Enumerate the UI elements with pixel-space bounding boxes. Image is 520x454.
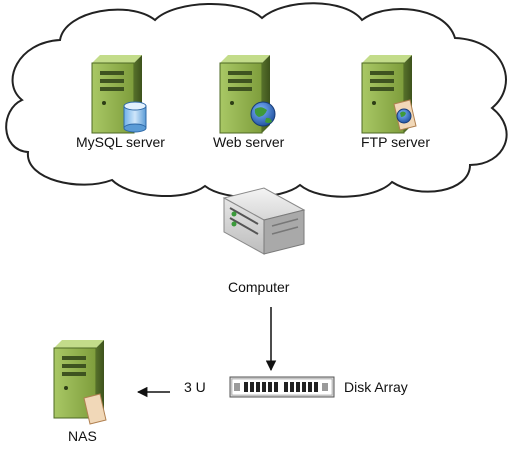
computer-label: Computer bbox=[228, 279, 290, 295]
disk-array-icon bbox=[229, 376, 335, 398]
rack-server-icon bbox=[222, 187, 306, 255]
folder-globe-icon bbox=[393, 99, 417, 131]
tower-server-folder-icon bbox=[53, 340, 107, 425]
database-cylinder-icon bbox=[123, 101, 147, 133]
ftp-server-label: FTP server bbox=[361, 134, 430, 150]
connection-label: 3 U bbox=[184, 379, 206, 395]
mysql-server-label: MySQL server bbox=[76, 134, 165, 150]
web-server-label: Web server bbox=[213, 134, 285, 150]
globe-icon bbox=[250, 101, 276, 127]
nas-label: NAS bbox=[68, 428, 97, 444]
disk-array-label: Disk Array bbox=[344, 379, 408, 395]
